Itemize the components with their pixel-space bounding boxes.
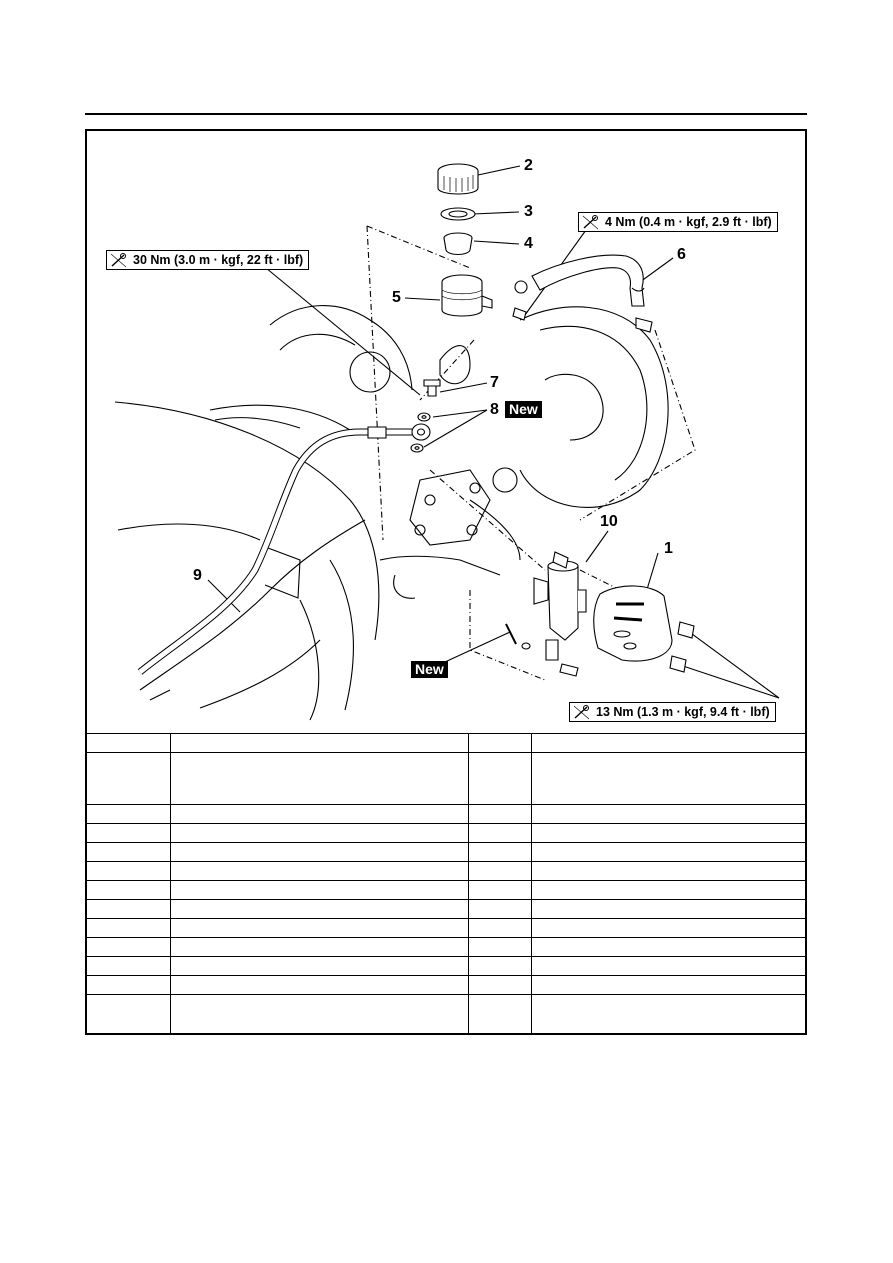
new-part-badge-cotter-pin: New <box>411 661 448 678</box>
table-row <box>87 804 805 824</box>
table-row <box>87 975 805 995</box>
table-row <box>87 918 805 938</box>
cotter-pin <box>505 623 517 645</box>
footrest-bracket <box>409 469 491 546</box>
hose-clamp <box>514 280 528 294</box>
brake-hose <box>137 428 412 675</box>
table-row <box>87 733 805 753</box>
frame-boss <box>349 351 391 393</box>
torque-wrench-icon <box>110 253 127 268</box>
callout-9: 9 <box>193 567 202 584</box>
diagram-frame <box>85 129 807 1035</box>
callout-10: 10 <box>600 513 618 530</box>
copper-washer-lower <box>410 443 424 453</box>
copper-washer-upper <box>417 412 431 422</box>
new-part-badge-washers: New <box>505 401 542 418</box>
diaphragm-holder <box>440 207 476 221</box>
reservoir-bolt <box>512 307 527 321</box>
torque-spec-reservoir-bolt: 4 Nm (0.4 m · kgf, 2.9 ft · lbf) <box>578 212 778 232</box>
torque-wrench-icon <box>573 705 590 720</box>
torque-wrench-icon <box>582 215 599 230</box>
table-row <box>87 937 805 957</box>
table-row <box>87 880 805 900</box>
header-rule <box>85 113 807 115</box>
callout-3: 3 <box>524 203 533 220</box>
torque-value-4: 4 Nm (0.4 m · kgf, 2.9 ft · lbf) <box>605 215 772 229</box>
callout-6: 6 <box>677 246 686 263</box>
table-row <box>87 842 805 862</box>
table-row <box>87 899 805 919</box>
brake-master-cylinder <box>547 565 579 641</box>
engine-case-cover <box>519 306 669 508</box>
seat-cowl-outline <box>114 401 380 641</box>
table-row <box>87 861 805 881</box>
table-row <box>87 823 805 843</box>
callout-4: 4 <box>524 235 533 252</box>
callout-1: 1 <box>664 540 673 557</box>
master-cylinder-bracket <box>593 585 673 662</box>
frame-outline <box>269 305 413 391</box>
table-row <box>87 994 805 1034</box>
torque-spec-bracket-bolts: 13 Nm (1.3 m · kgf, 9.4 ft · lbf) <box>569 702 776 722</box>
bracket-bolt-upper <box>677 621 695 639</box>
clevis <box>545 639 559 661</box>
torque-spec-union-bolt: 30 Nm (3.0 m · kgf, 22 ft · lbf) <box>106 250 310 270</box>
table-row <box>87 752 805 805</box>
reservoir-hose <box>531 254 645 307</box>
parts-table <box>87 733 805 1034</box>
table-row <box>87 956 805 976</box>
bracket-bolt-lower <box>669 655 687 673</box>
torque-value-13: 13 Nm (1.3 m · kgf, 9.4 ft · lbf) <box>596 705 770 719</box>
callout-8: 8 <box>490 401 499 418</box>
torque-value-30: 30 Nm (3.0 m · kgf, 22 ft · lbf) <box>133 253 304 267</box>
callout-5: 5 <box>392 289 401 306</box>
callout-2: 2 <box>524 157 533 174</box>
callout-7: 7 <box>490 374 499 391</box>
